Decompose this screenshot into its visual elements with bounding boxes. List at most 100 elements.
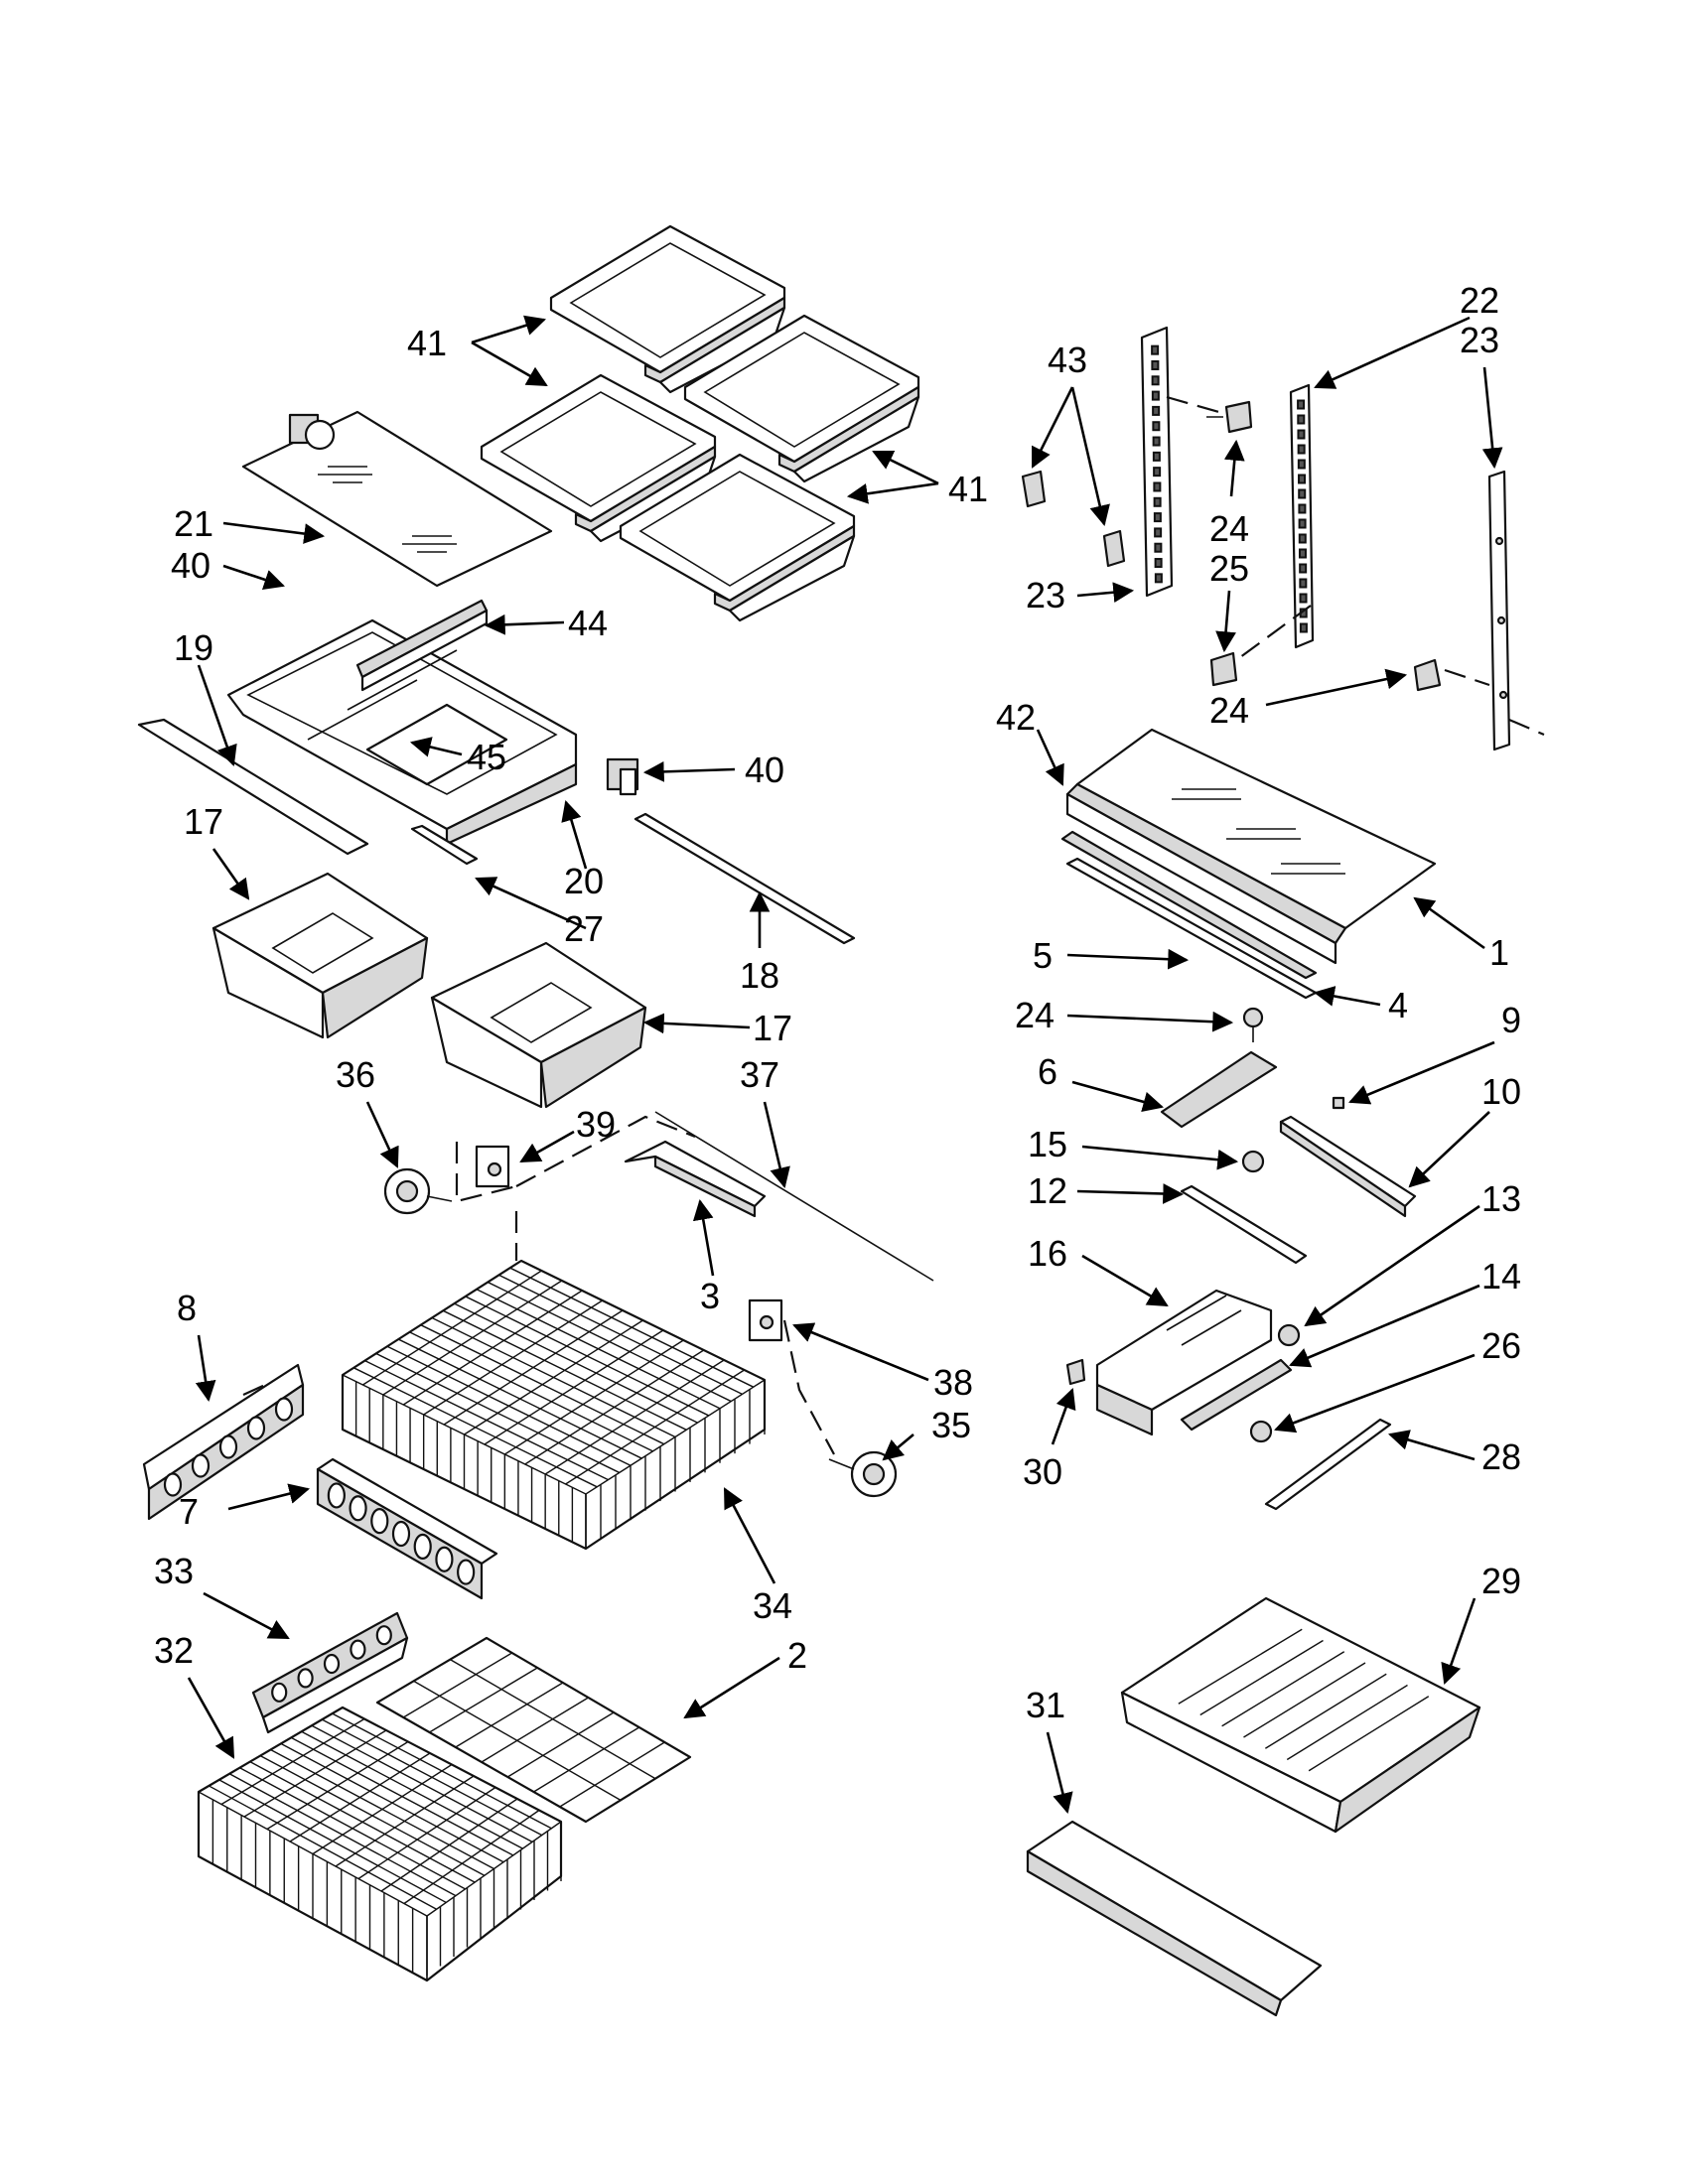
housing-16 [1095, 1289, 1273, 1436]
clip-9 [1332, 1096, 1345, 1110]
callout-14: 14 [1481, 1256, 1521, 1297]
callout-24-a: 24 [1209, 508, 1249, 549]
screw-26 [1249, 1420, 1273, 1443]
slide-3 [624, 1140, 767, 1218]
callout-32: 32 [154, 1630, 194, 1671]
crisper-drawer-17-a [211, 872, 429, 1039]
callout-35: 35 [931, 1405, 971, 1445]
cap-40-b [606, 757, 639, 796]
callout-24-c: 24 [1209, 690, 1249, 731]
callout-39: 39 [576, 1104, 616, 1145]
bracket-6 [1160, 1050, 1278, 1129]
callout-23-b: 23 [1460, 320, 1499, 360]
callout-7: 7 [179, 1491, 199, 1532]
bracket-27 [410, 824, 479, 866]
handle-28 [1264, 1418, 1392, 1511]
callout-38: 38 [933, 1362, 973, 1403]
rail-12 [1180, 1184, 1308, 1265]
callout-42: 42 [996, 697, 1036, 738]
trim-42 [1065, 782, 1347, 965]
callout-33: 33 [154, 1551, 194, 1591]
callout-28: 28 [1481, 1436, 1521, 1477]
callout-15: 15 [1028, 1124, 1067, 1164]
screw-24-c [1413, 658, 1442, 692]
clip-43-b [1102, 529, 1126, 568]
callout-44: 44 [568, 603, 608, 643]
clip-43-a [1021, 470, 1047, 508]
callout-6: 6 [1038, 1051, 1057, 1092]
shelf-41-b [683, 314, 920, 483]
callout-23-a: 23 [1026, 575, 1065, 615]
gear-36 [383, 1167, 453, 1215]
screw-25 [1209, 651, 1238, 687]
callout-24-b: 24 [1015, 995, 1055, 1035]
callout-2: 2 [787, 1635, 807, 1676]
callout-34: 34 [753, 1585, 792, 1626]
callout-27: 27 [564, 908, 604, 949]
callout-41-a: 41 [407, 323, 447, 363]
callout-40-b: 40 [745, 750, 784, 790]
callout-12: 12 [1028, 1170, 1067, 1211]
shelf-41-c [480, 373, 717, 543]
bracket-39 [475, 1145, 510, 1188]
rail-22-23 [1289, 383, 1315, 649]
bracket-38 [748, 1298, 783, 1342]
gear-35 [828, 1450, 898, 1498]
rail-14 [1180, 1358, 1293, 1432]
callout-21: 21 [174, 503, 213, 544]
callout-36: 36 [336, 1054, 375, 1095]
callout-5: 5 [1033, 935, 1053, 976]
rail-10 [1279, 1115, 1417, 1218]
shelf-41-a [549, 224, 786, 394]
wire-basket-34 [341, 1259, 767, 1551]
screw-24-a [1206, 400, 1253, 434]
callout-3: 3 [700, 1276, 720, 1316]
callout-37: 37 [740, 1054, 779, 1095]
shelf-41-d [619, 453, 856, 622]
trim-31 [1026, 1820, 1323, 2017]
wire-tray-2 [375, 1636, 692, 1824]
callout-4: 4 [1388, 985, 1408, 1025]
cap-40-a [288, 413, 336, 451]
callout-16: 16 [1028, 1233, 1067, 1274]
divider-33 [251, 1611, 409, 1734]
divider-7 [316, 1457, 498, 1600]
callout-18: 18 [740, 955, 779, 996]
crisper-frame-20 [226, 618, 578, 846]
callout-40-a: 40 [171, 545, 211, 586]
rail-23-right [1487, 470, 1511, 751]
trim-5 [1060, 830, 1318, 980]
crisper-drawer-17-b [430, 941, 647, 1109]
rod-37 [654, 1111, 934, 1282]
callout-17-b: 17 [753, 1008, 792, 1048]
screw-13 [1277, 1323, 1301, 1347]
callout-25: 25 [1209, 548, 1249, 589]
strip-19 [137, 718, 369, 856]
callout-30: 30 [1023, 1451, 1062, 1492]
wire-basket-32 [197, 1706, 563, 1982]
screw-15 [1241, 1150, 1265, 1173]
clip-30 [1065, 1358, 1086, 1386]
screw-24-b [1242, 1007, 1264, 1042]
rail-23-left [1140, 326, 1174, 598]
callout-9: 9 [1501, 1000, 1521, 1040]
tray-29 [1120, 1596, 1481, 1834]
callout-17-a: 17 [184, 801, 223, 842]
callout-labels: 41 41 21 40 44 19 45 40 17 20 27 18 [154, 280, 1521, 1815]
callout-26: 26 [1481, 1325, 1521, 1366]
rod-18 [633, 812, 856, 945]
callout-43: 43 [1048, 340, 1087, 380]
callout-1: 1 [1489, 932, 1509, 973]
callout-19: 19 [174, 627, 213, 668]
divider-8 [142, 1363, 305, 1521]
callout-10: 10 [1481, 1071, 1521, 1112]
callout-13: 13 [1481, 1178, 1521, 1219]
callout-31: 31 [1026, 1685, 1065, 1725]
rail-44 [355, 599, 489, 692]
callout-45: 45 [467, 737, 506, 777]
callout-8: 8 [177, 1288, 197, 1328]
callout-41-b: 41 [948, 469, 988, 509]
callout-22: 22 [1460, 280, 1499, 321]
callout-29: 29 [1481, 1561, 1521, 1601]
